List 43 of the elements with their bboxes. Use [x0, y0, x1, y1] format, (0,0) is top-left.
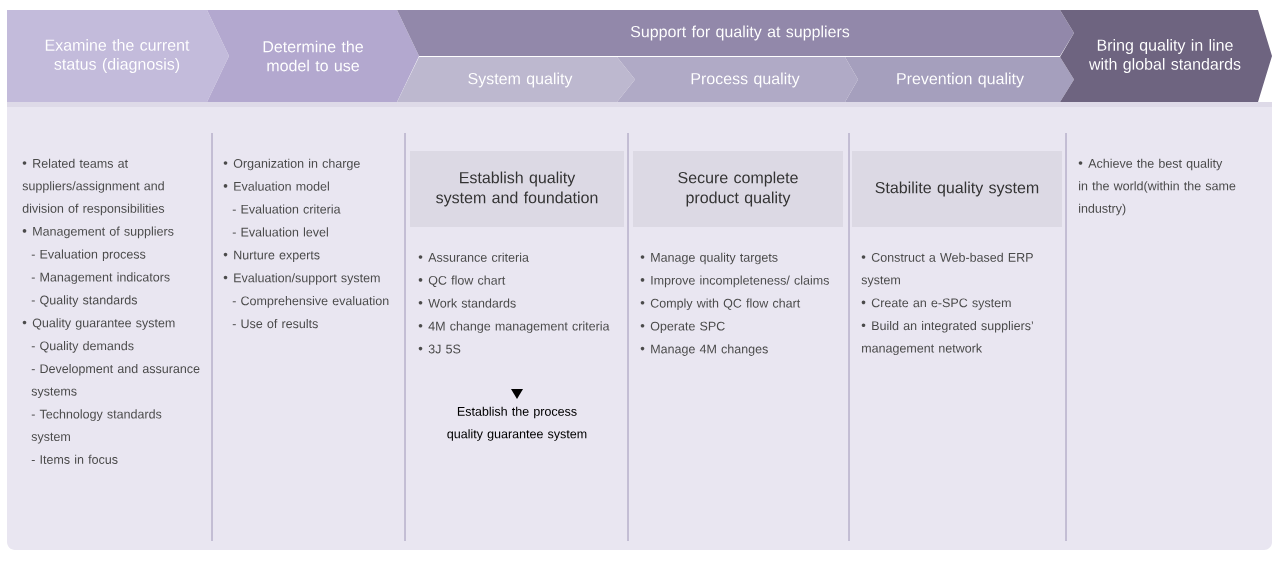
bullet-item: Build an integrated suppliers’ management network [861, 320, 1033, 356]
sub-item: - Evaluation level [232, 227, 328, 237]
heading-box: Secure complete product quality [633, 151, 843, 227]
bullet-item: Management of suppliers [22, 226, 174, 239]
sub-item: - Quality demands [31, 341, 134, 353]
sub-item: - Quality standards [31, 295, 138, 307]
bullet-item: Operate SPC [640, 321, 725, 333]
bullet-item: Manage 4M changes [640, 344, 768, 356]
chevron-step: Process quality [617, 57, 858, 102]
bullet-item: Achieve the best quality in the world(within the same industry) [1078, 158, 1236, 216]
bullet-item: Evaluation model [223, 181, 329, 191]
result-text: Establish the process quality guarantee system [447, 406, 587, 441]
bullet-item: Organization in charge [223, 158, 360, 171]
bullet-item: Improve incompleteness/ claims [640, 275, 829, 288]
chevron-step: Support for quality at suppliers [397, 10, 1074, 56]
sub-item: - Technology standards system [31, 409, 162, 444]
bullet-item: 3J 5S [418, 344, 461, 354]
bullet-item: Related teams at suppliers/assignment and division of responsibilities [22, 158, 165, 216]
chevron-step: Bring quality in line with global standards [1060, 10, 1272, 102]
chevron-step: System quality [397, 57, 635, 102]
chevron-step: Examine the current status (diagnosis) [7, 10, 229, 102]
sub-item: - Management indicators [31, 272, 170, 284]
heading-box: Establish quality system and foundation [410, 151, 624, 227]
sub-item: - Items in focus [31, 454, 118, 464]
bullet-item: Nurture experts [223, 250, 320, 262]
bullet-item: Construct a Web-based ERP system [861, 252, 1033, 287]
bullet-item: Work standards [418, 298, 516, 308]
sub-item: - Evaluation criteria [232, 204, 341, 214]
chevron-step: Determine the model to use [207, 10, 419, 102]
chevron-step: Prevention quality [845, 57, 1074, 102]
bullet-item: Create an e-SPC system [861, 298, 1011, 310]
bullet-item: 4M change management criteria [418, 321, 610, 333]
bullet-item: Comply with QC flow chart [640, 298, 801, 311]
bullet-item: Evaluation/support system [223, 273, 380, 285]
bullet-item: QC flow chart [418, 275, 506, 287]
sub-item: - Comprehensive evaluation [232, 296, 389, 308]
sub-item: - Use of results [232, 318, 318, 329]
sub-item: - Evaluation process [31, 249, 146, 262]
sub-item: - Development and assurance systems [31, 363, 200, 399]
bullet-item: Assurance criteria [418, 252, 529, 262]
bullet-item: Manage quality targets [640, 252, 778, 265]
bullet-item: Quality guarantee system [22, 318, 175, 330]
heading-box: Stabilite quality system [852, 151, 1062, 227]
